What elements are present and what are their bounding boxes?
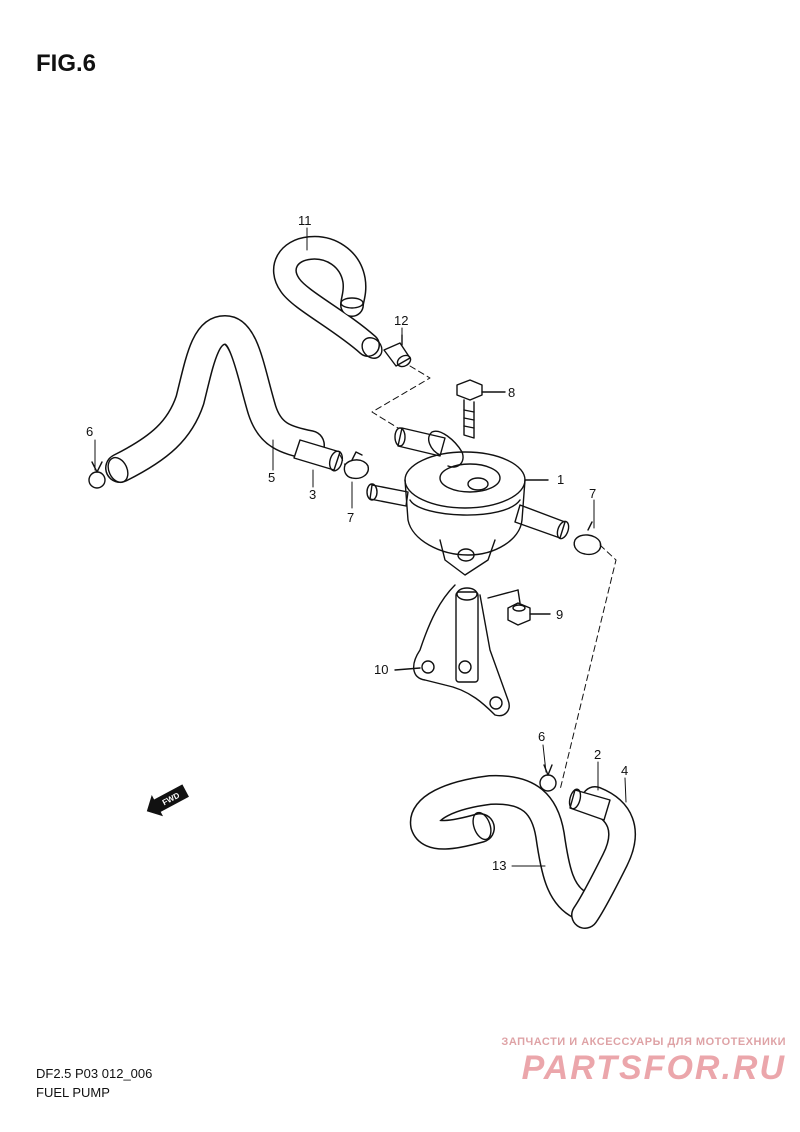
- callout-8: 8: [508, 385, 515, 400]
- callout-12: 12: [394, 313, 408, 328]
- fitting-12: [383, 334, 412, 368]
- fwd-arrow-icon: FWD: [146, 784, 189, 817]
- assembly-guide-lines: [339, 365, 617, 791]
- figure-code: DF2.5 P03 012_006: [36, 1066, 153, 1081]
- watermark-tagline: ЗАПЧАСТИ И АКСЕССУАРЫ ДЛЯ МОТОТЕХНИКИ: [501, 1036, 786, 1048]
- callout-2: 2: [594, 747, 601, 762]
- callout-13: 13: [492, 858, 506, 873]
- callout-3: 3: [309, 487, 316, 502]
- figure-title: FIG.6: [36, 50, 97, 77]
- fuel-pump-1: [366, 427, 570, 576]
- sleeve-2: [568, 788, 611, 821]
- callout-11: 11: [298, 213, 312, 228]
- callout-7-left: 7: [347, 510, 354, 525]
- callout-leaders: [94, 227, 627, 867]
- callout-10: 10: [374, 662, 388, 677]
- bolt-8: [456, 379, 506, 439]
- callout-5: 5: [268, 470, 275, 485]
- clip-6-upper: [88, 461, 106, 489]
- clip-6-lower: [539, 764, 557, 792]
- callout-1: 1: [557, 472, 564, 487]
- callout-4: 4: [621, 763, 628, 778]
- hose-11: [272, 235, 383, 359]
- watermark-logo: PARTSFOR.RU: [521, 1049, 786, 1087]
- callout-6-lower: 6: [538, 729, 545, 744]
- callout-9: 9: [556, 607, 563, 622]
- callout-7-right: 7: [589, 486, 596, 501]
- bracket-10: [394, 584, 510, 717]
- nut-9: [487, 589, 551, 626]
- figure-caption: FUEL PUMP: [36, 1085, 110, 1100]
- clamp-7-right: [573, 521, 602, 556]
- callout-6-upper: 6: [86, 424, 93, 439]
- figure-footer: DF2.5 P03 012_006 FUEL PUMP: [36, 1064, 152, 1102]
- watermark: ЗАПЧАСТИ И АКСЕССУАРЫ ДЛЯ МОТОТЕХНИКИ PA…: [501, 1036, 786, 1088]
- hose-3: [293, 439, 344, 472]
- hose-5: [105, 315, 325, 484]
- hose-13: [409, 774, 595, 920]
- hose-4: [571, 786, 636, 929]
- clamp-7-left: [343, 451, 369, 480]
